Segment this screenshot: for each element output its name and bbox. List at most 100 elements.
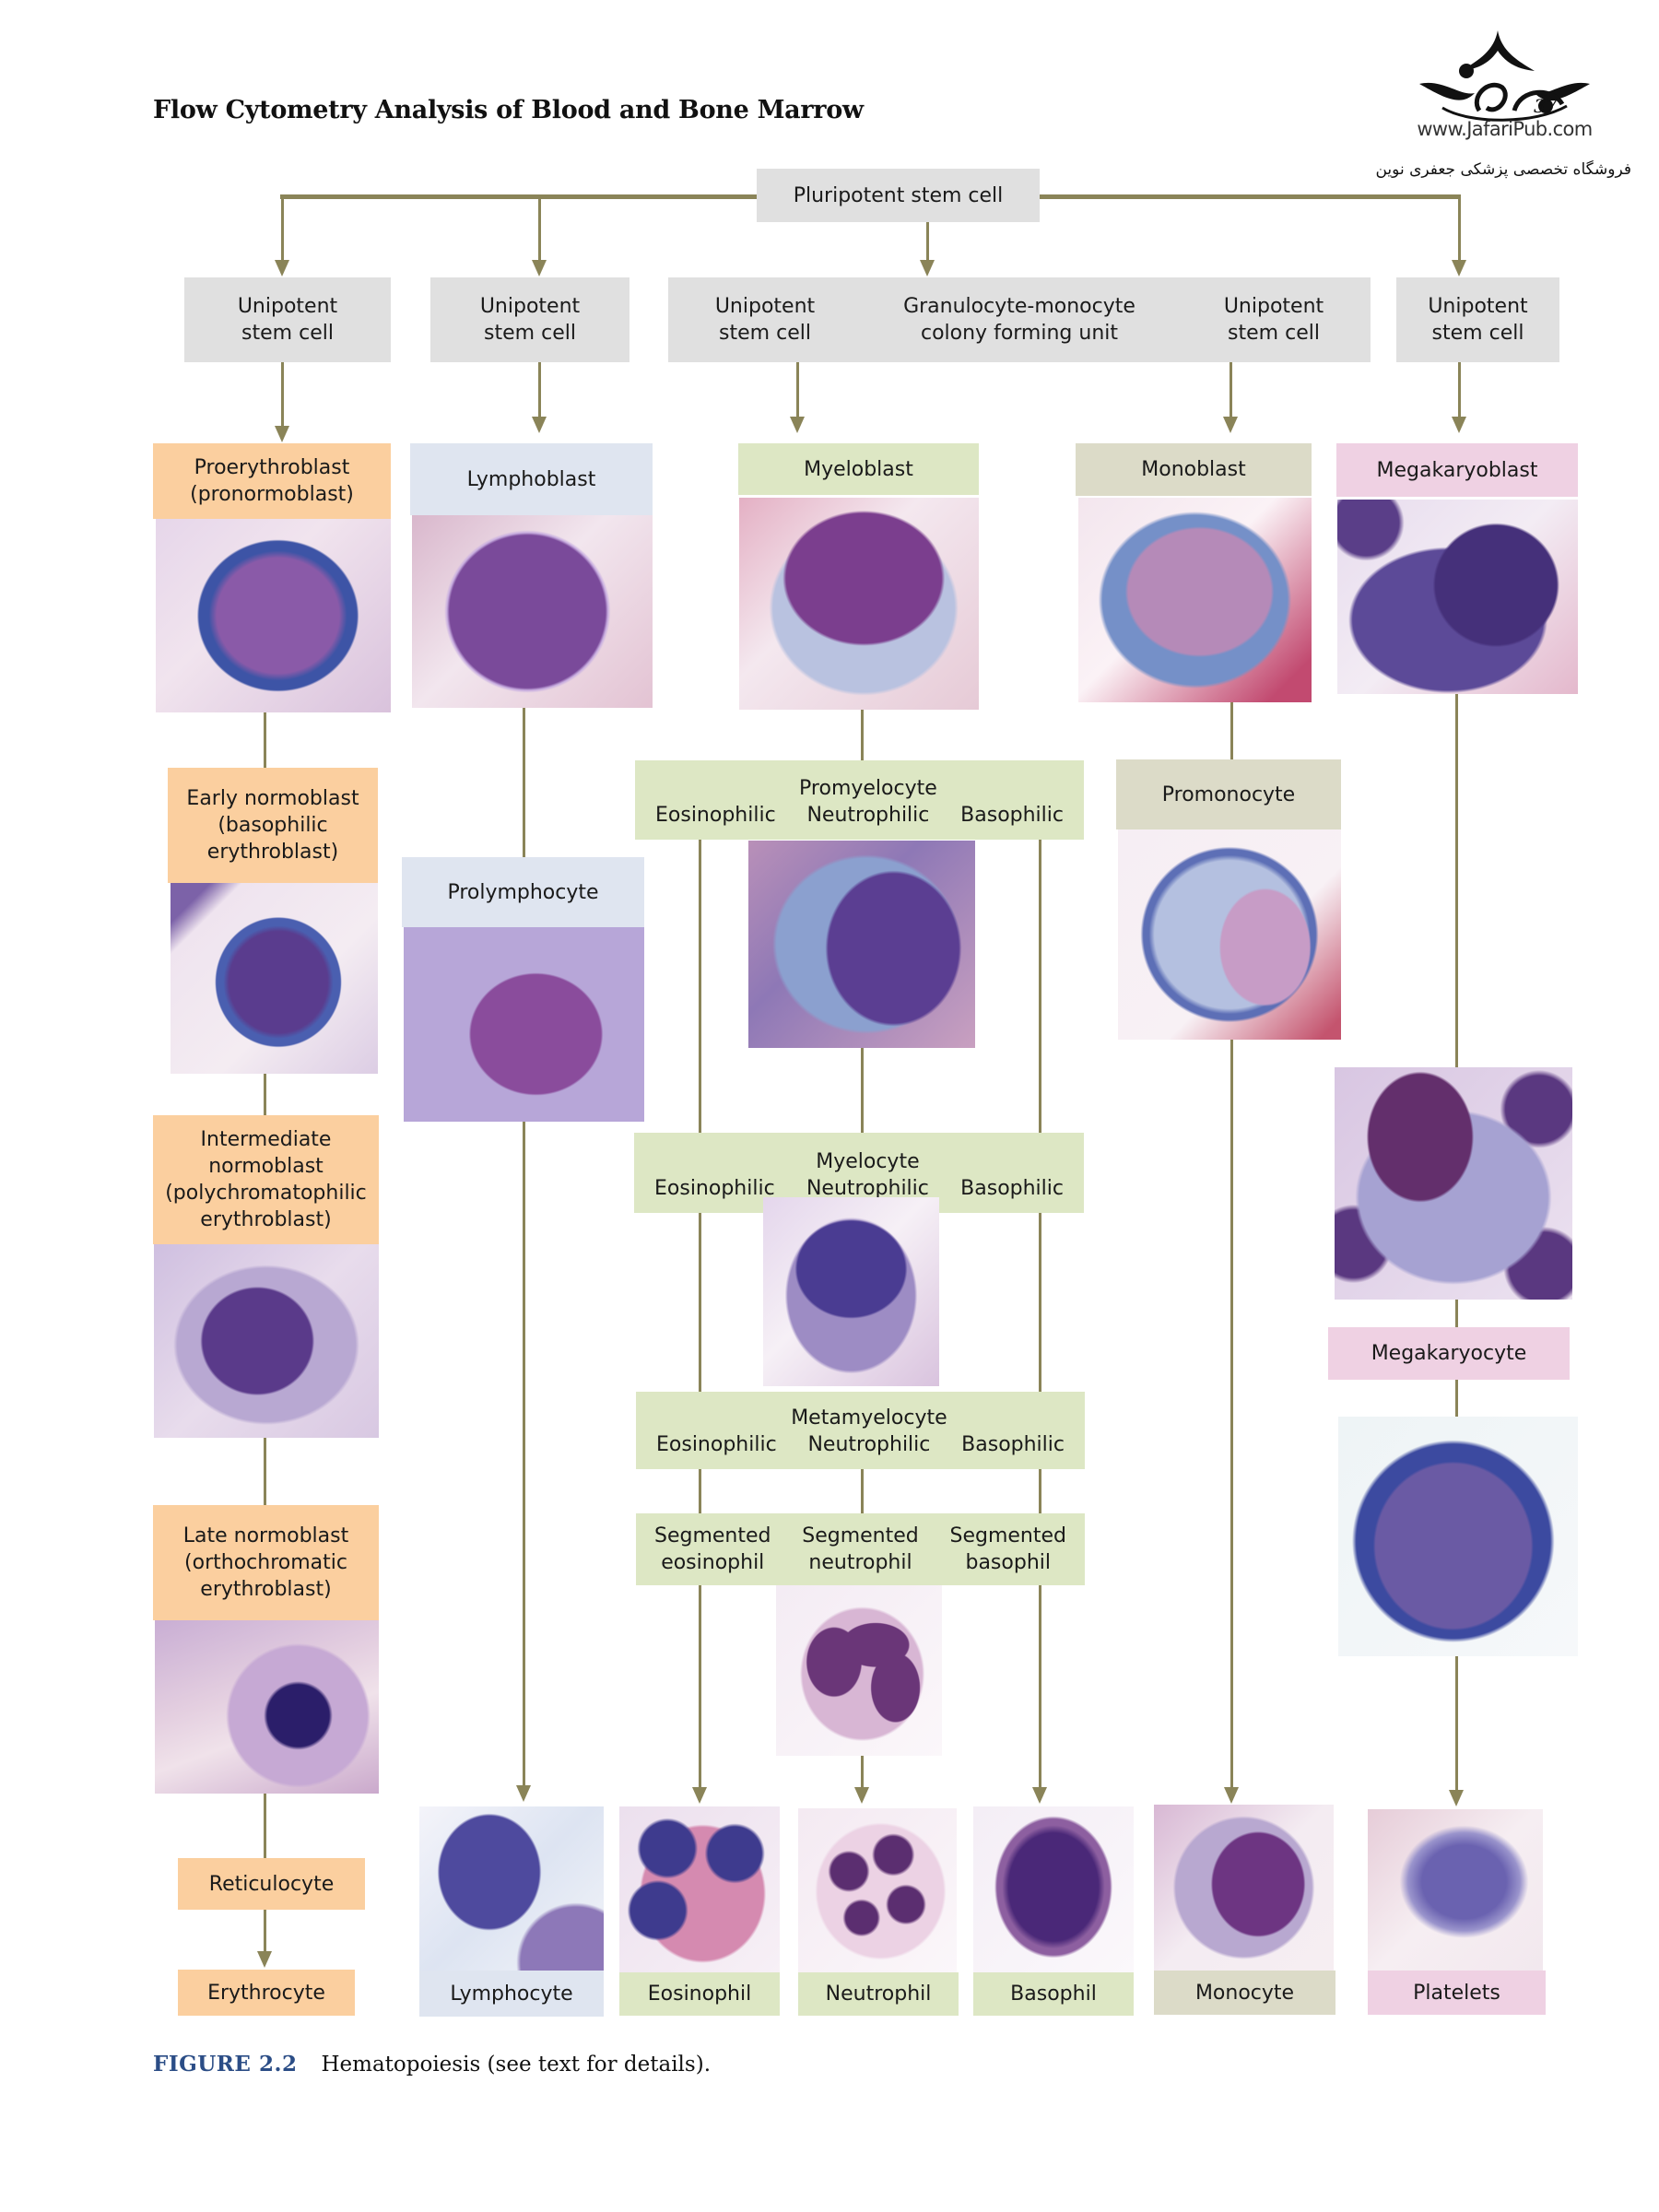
watermark-tagline: فروشگاه تخصصی پزشکی جعفری نوین	[1375, 160, 1631, 179]
erythrocyte-box: Erythrocyte	[178, 1970, 355, 2016]
basophil-label: Basophil	[1010, 1983, 1097, 2006]
unipotent-label: Unipotent stem cell	[1428, 295, 1528, 345]
promyelocyte-box: Eosinophilic Promyelocyte Neutrophilic B…	[635, 760, 1084, 840]
arrow-head-icon	[275, 426, 289, 442]
lymphoid-unipotent-box: Unipotent stem cell	[430, 277, 629, 362]
megakaryocyte-micrograph	[1335, 1067, 1572, 1300]
monocyte-label: Monocyte	[1194, 1981, 1295, 2005]
connector	[1230, 362, 1232, 418]
prolymphocyte-micrograph	[404, 927, 644, 1122]
stage-label-line: (basophilic	[218, 814, 328, 837]
connector	[264, 1438, 266, 1505]
early-normoblast-micrograph	[171, 883, 378, 1074]
stage-label-line: erythroblast)	[206, 841, 339, 864]
erythrocyte-label: Erythrocyte	[207, 1981, 325, 2005]
neutrophil-label: Neutrophil	[825, 1983, 932, 2006]
promyelocyte-type-basophilic: Basophilic	[960, 804, 1064, 827]
lymphocyte-micrograph	[419, 1806, 604, 1971]
connector	[1458, 362, 1461, 418]
label-line: Segmented	[802, 1524, 919, 1547]
arrow-head-icon	[1452, 417, 1466, 433]
watermark-url: www.JafariPub.com	[1417, 118, 1593, 140]
arrow-head-icon	[1452, 260, 1466, 276]
connector	[861, 710, 864, 760]
intermediate-normoblast-box: Intermediate normoblast (polychromatophi…	[153, 1115, 379, 1244]
connector	[264, 1794, 266, 1858]
arrow-head-icon	[854, 1787, 869, 1804]
arrow-head-icon	[275, 260, 289, 276]
monocyte-box: Monocyte	[1154, 1971, 1335, 2015]
connector	[1039, 840, 1041, 1787]
stage-label-line: Intermediate	[200, 1128, 332, 1151]
late-normoblast-micrograph	[155, 1620, 379, 1794]
lymphoblast-micrograph	[412, 515, 653, 708]
promyelocyte-type-eosinophilic: Eosinophilic	[655, 804, 776, 827]
connector	[281, 196, 284, 261]
stage-label-line: (orthochromatic	[184, 1551, 347, 1574]
stage-label-line: Late normoblast	[182, 1524, 349, 1547]
intermediate-normoblast-micrograph	[154, 1244, 379, 1438]
eosinophil-box: Eosinophil	[619, 1972, 780, 2016]
arrow-head-icon	[1032, 1787, 1047, 1804]
label-line: basophil	[965, 1551, 1051, 1574]
promonocyte-micrograph	[1118, 830, 1341, 1040]
connector	[861, 1469, 864, 1513]
connector	[796, 362, 799, 418]
arrow-head-icon	[790, 417, 805, 433]
reticulocyte-label: Reticulocyte	[208, 1872, 335, 1896]
metamyelocyte-type-basophilic: Basophilic	[961, 1433, 1065, 1456]
connector	[1455, 1656, 1458, 1790]
figure-caption-text: Hematopoiesis (see text for details).	[321, 2053, 712, 2077]
late-normoblast-box: Late normoblast (orthochromatic erythrob…	[153, 1505, 379, 1620]
monoblast-label: Monoblast	[1141, 458, 1246, 481]
promyelocyte-micrograph	[748, 841, 975, 1048]
lymphocyte-label: Lymphocyte	[450, 1982, 573, 2006]
monocyte-micrograph	[1154, 1805, 1334, 1971]
metamyelocyte-type-eosinophilic: Eosinophilic	[656, 1433, 777, 1456]
myeloblast-micrograph	[739, 498, 979, 710]
gm-cfu-box: Unipotent stem cell Granulocyte-monocyte…	[668, 277, 1371, 362]
connector	[861, 1756, 864, 1787]
segmented-neutrophil-micrograph	[776, 1585, 942, 1756]
connector	[281, 362, 284, 427]
prolymphocyte-label: Prolymphocyte	[447, 880, 599, 904]
promyelocyte-title: Promyelocyte	[799, 777, 937, 800]
unipotent-label: Unipotent stem cell	[479, 295, 581, 345]
megakaryocyte-label: Megakaryocyte	[1371, 1342, 1527, 1365]
arrow-head-icon	[1449, 1790, 1464, 1806]
lymphoblast-label: Lymphoblast	[466, 467, 596, 491]
promyelocyte-center: Promyelocyte Neutrophilic	[799, 775, 937, 829]
stage-label-line: erythroblast)	[200, 1578, 332, 1601]
connector	[699, 840, 701, 1787]
stage-label-line: Early normoblast	[186, 787, 359, 810]
myelocyte-type-neutrophilic: Neutrophilic	[806, 1177, 929, 1200]
eosinophil-label: Eosinophil	[647, 1983, 752, 2006]
monoblast-box: Monoblast	[1076, 443, 1312, 496]
arrow-head-icon	[532, 417, 547, 433]
arrow-head-icon	[516, 1785, 531, 1802]
connector	[1455, 694, 1458, 1067]
myelocyte-center: Myelocyte Neutrophilic	[806, 1148, 929, 1202]
connector	[538, 196, 541, 261]
segmented-box: Segmented eosinophil Segmented neutrophi…	[636, 1513, 1085, 1585]
metamyelocyte-type-neutrophilic: Neutrophilic	[807, 1433, 931, 1456]
segmented-neutrophil-label: Segmented neutrophil	[802, 1523, 919, 1576]
metamyelocyte-title: Metamyelocyte	[791, 1406, 947, 1430]
connector	[523, 708, 525, 857]
connector	[523, 1122, 525, 1785]
lymphocyte-box: Lymphocyte	[419, 1971, 604, 2017]
arrow-head-icon	[920, 260, 935, 276]
label-line: Segmented	[949, 1524, 1067, 1547]
connector	[538, 362, 541, 418]
stage-label-line: (polychromatophilic	[165, 1182, 367, 1205]
connector	[264, 1074, 266, 1115]
early-normoblast-box: Early normoblast (basophilic erythroblas…	[168, 768, 378, 883]
pluripotent-stem-cell-box: Pluripotent stem cell	[757, 169, 1040, 222]
connector	[1455, 1300, 1458, 1327]
page-number: 37	[1534, 95, 1558, 117]
connector	[926, 222, 929, 261]
gm-cfu-label: Granulocyte-monocyte colony forming unit	[903, 295, 1135, 345]
reticulocyte-box: Reticulocyte	[178, 1858, 365, 1910]
basophil-box: Basophil	[973, 1972, 1134, 2016]
figure-label: FIGURE 2.2	[153, 2052, 298, 2077]
